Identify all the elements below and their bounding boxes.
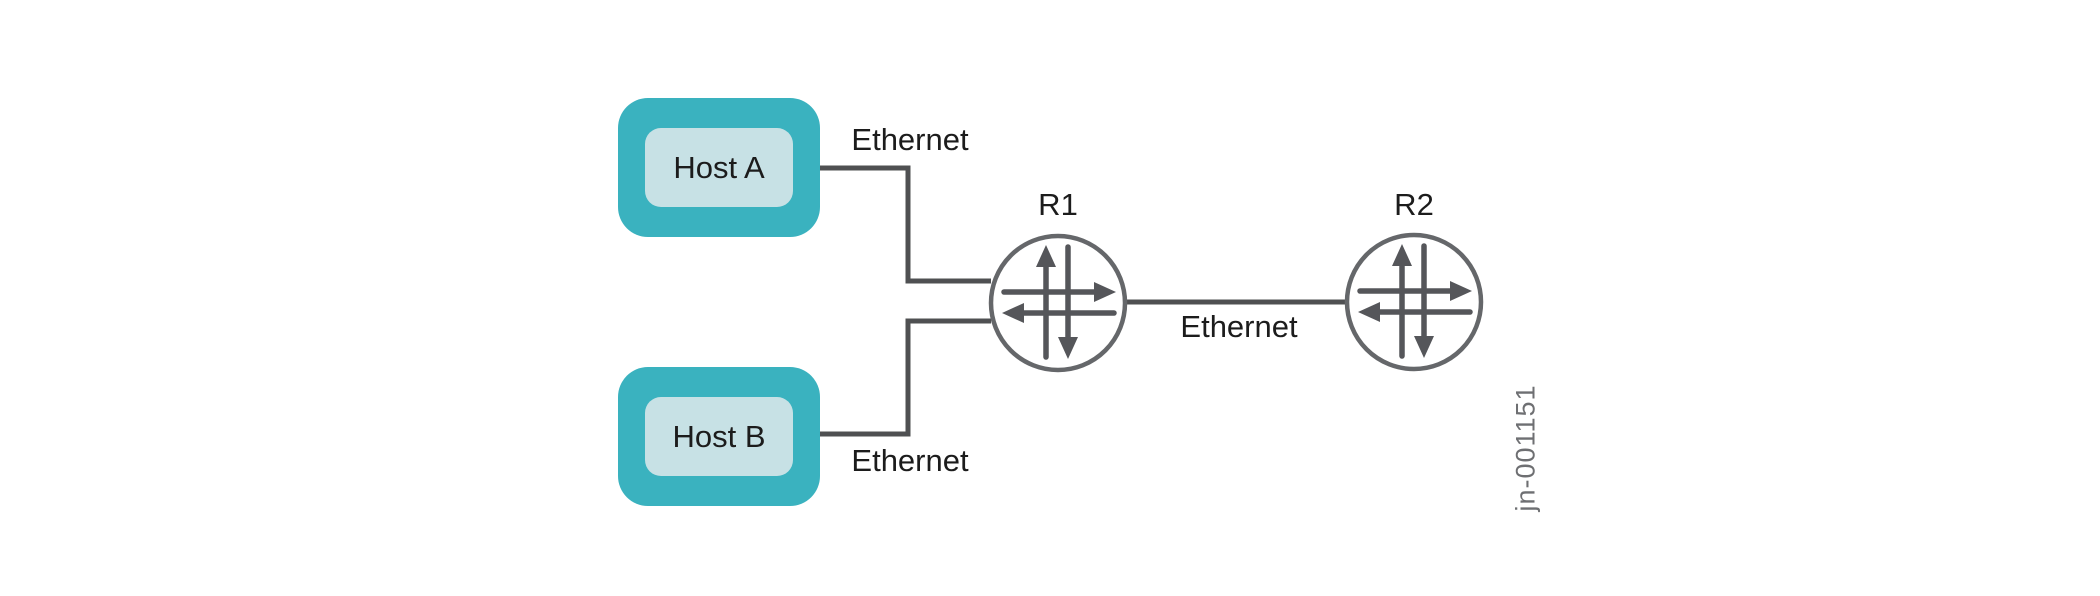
wire-host-b-to-r1 bbox=[820, 318, 991, 437]
link-label-r1-r2-ethernet: Ethernet bbox=[1180, 309, 1298, 344]
router-r1-arrow-down-head bbox=[1058, 337, 1078, 359]
router-r2-arrow-left-head bbox=[1358, 302, 1380, 322]
link-label-host-b-ethernet: Ethernet bbox=[851, 443, 969, 478]
router-r1-arrow-left-head bbox=[1002, 303, 1024, 323]
router-r2-label: R2 bbox=[1394, 187, 1434, 222]
node-host-a: Host A bbox=[618, 98, 820, 237]
router-r1-icon bbox=[988, 233, 1128, 373]
link-label-host-a-ethernet: Ethernet bbox=[851, 122, 969, 157]
router-r2-icon bbox=[1344, 232, 1484, 372]
node-host-b: Host B bbox=[618, 367, 820, 506]
router-r1-circle bbox=[988, 233, 1128, 373]
wire-host-a-to-r1 bbox=[820, 165, 991, 284]
node-host-a-label: Host A bbox=[673, 149, 765, 185]
router-r1-arrow-right-head bbox=[1094, 282, 1116, 302]
node-host-a-inner: Host A bbox=[645, 128, 793, 207]
router-r2-arrow-up-head bbox=[1392, 244, 1412, 266]
router-r2-arrow-right-head bbox=[1450, 281, 1472, 301]
router-r2-arrow-down-head bbox=[1414, 336, 1434, 358]
router-r1-label: R1 bbox=[1038, 187, 1078, 222]
node-host-b-label: Host B bbox=[672, 418, 766, 454]
router-r2-circle bbox=[1344, 232, 1484, 372]
router-r1-arrow-up-head bbox=[1036, 245, 1056, 267]
figure-id-label: jn-001151 bbox=[1510, 384, 1541, 512]
node-host-b-inner: Host B bbox=[645, 397, 793, 476]
